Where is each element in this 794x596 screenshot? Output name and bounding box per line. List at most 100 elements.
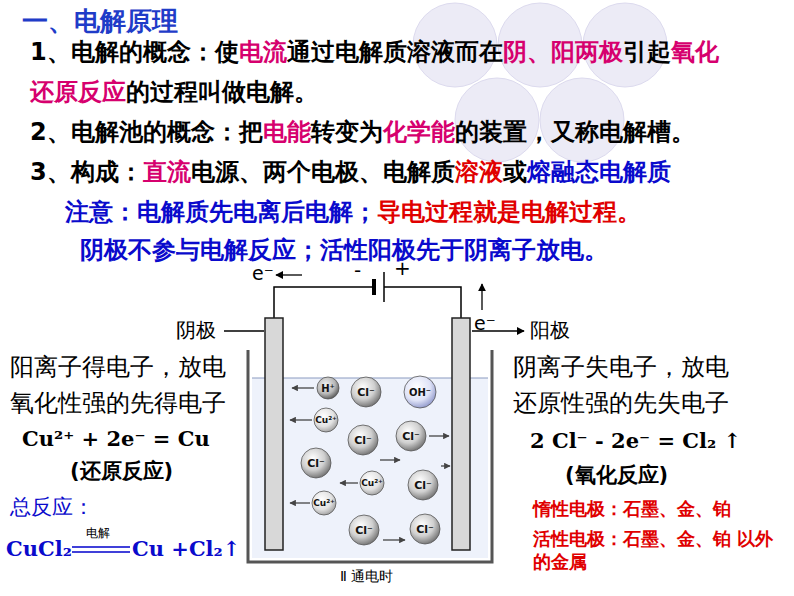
ion-circle — [360, 471, 384, 495]
ion-arrow — [340, 482, 358, 483]
reaction-type: (还原反应) — [70, 458, 173, 484]
ion-sphere: Cu²⁺ — [359, 470, 385, 496]
equation-part: Cu +Cl₂↑ — [132, 536, 240, 562]
ion-symbol: Cl⁻ — [307, 457, 325, 470]
text-segment: 或 — [503, 158, 527, 186]
leader-line — [224, 330, 264, 331]
ion-circle — [396, 421, 426, 451]
definition-line: 注意：电解质先电离后电解；导电过程就是电解过程。 — [65, 192, 641, 232]
ion-sphere: H⁺ — [316, 376, 340, 400]
ion-symbol: Cl⁻ — [354, 434, 372, 447]
battery-positive-plate — [383, 272, 385, 302]
ion-sphere: Cl⁻ — [409, 513, 441, 545]
text-segment: 阴极不参与电解反应；活性阳极先于阴离子放电。 — [80, 236, 608, 264]
ion-symbol: Cl⁻ — [414, 479, 432, 492]
text-segment: 阴、阳两极 — [503, 38, 623, 66]
ion-sphere: Cl⁻ — [300, 447, 332, 479]
ion-arrow — [290, 502, 310, 503]
electrode-name: 阴极 — [176, 318, 216, 343]
half-equation: Cu²⁺ + 2e⁻ = Cu — [22, 426, 210, 452]
ion-circle — [410, 514, 440, 544]
ion-circle — [408, 470, 438, 500]
equation-part: CuCl₂ — [6, 536, 72, 562]
electron-label: e⁻ — [474, 312, 496, 336]
ion-circle — [317, 377, 339, 399]
condition-text: 电解 — [86, 526, 110, 541]
equation-sign — [72, 551, 130, 553]
electron-arrow — [276, 274, 302, 275]
text-segment: 的装置，又称电解槽。 — [455, 118, 695, 146]
text-segment: 注意：电解质先电离后电解； — [65, 198, 377, 226]
ion-sphere: OH⁻ — [403, 375, 437, 409]
equation-sign — [72, 546, 130, 548]
ion-circle — [314, 408, 338, 432]
ion-symbol: Cl⁻ — [416, 523, 434, 536]
text-segment: 电能 — [263, 118, 311, 146]
text-segment: 转变为 — [311, 118, 383, 146]
text-segment: 电流 — [239, 38, 287, 66]
ion-symbol: Cu²⁺ — [361, 478, 383, 488]
ion-circle — [312, 491, 336, 515]
electrode-note: 惰性电极：石墨、金、铂 — [533, 498, 731, 521]
battery-sign: + — [394, 256, 411, 281]
text-segment: 的过程叫做电解。 — [126, 78, 318, 106]
ion-sphere: Cu²⁺ — [313, 407, 339, 433]
ion-symbol: H⁺ — [321, 383, 335, 394]
electrode-note: 活性电极：石墨、金、铂 以外的金属 — [533, 528, 778, 573]
ion-arrow — [292, 387, 314, 388]
cathode-electrode — [265, 318, 283, 550]
figure-caption: Ⅱ 通电时 — [340, 568, 393, 586]
electron-label: e⁻ — [252, 262, 274, 286]
half-equation: 2 Cl⁻ - 2e⁻ = Cl₂ ↑ — [530, 428, 741, 454]
ion-symbol: Cu²⁺ — [313, 498, 335, 508]
text-segment: 熔融态电解质 — [527, 158, 671, 186]
ion-circle — [301, 448, 331, 478]
battery-negative-plate — [372, 279, 376, 295]
ion-arrow — [429, 435, 449, 436]
ion-sphere: Cl⁻ — [347, 424, 379, 456]
ion-arrow — [290, 419, 312, 420]
definition-line: 阴极不参与电解反应；活性阳极先于阴离子放电。 — [80, 230, 608, 270]
reaction-type: (氧化反应) — [565, 462, 668, 488]
text-segment: 引起 — [623, 38, 671, 66]
rule-text: 阳离子得电子，放电 — [10, 352, 226, 382]
ion-symbol: Cl⁻ — [402, 430, 420, 443]
text-segment: 2、电解池的概念：把 — [30, 118, 263, 146]
ion-symbol: OH⁻ — [409, 387, 431, 398]
ion-symbol: Cl⁻ — [355, 524, 373, 537]
ion-symbol: Cl⁻ — [357, 386, 375, 399]
ion-circle — [348, 425, 378, 455]
ion-circle — [404, 376, 436, 408]
ion-circle — [351, 377, 381, 407]
text-segment: 直流 — [143, 158, 191, 186]
ion-symbol: Cu²⁺ — [315, 415, 337, 425]
ion-arrow — [380, 459, 400, 460]
electrode-name: 阳极 — [530, 318, 570, 343]
text-segment: 导电过程就是电解过程。 — [377, 198, 641, 226]
rule-text: 阴离子失电子，放电 — [513, 352, 729, 382]
text-segment: 溶液 — [455, 158, 503, 186]
anode-electrode — [452, 318, 470, 550]
text-segment: 化学能 — [383, 118, 455, 146]
ion-sphere: Cl⁻ — [350, 376, 382, 408]
ion-sphere: Cl⁻ — [407, 469, 439, 501]
text-segment: 通过电解质溶液而在 — [287, 38, 503, 66]
ion-sphere: Cl⁻ — [348, 514, 380, 546]
battery-sign: - — [354, 258, 361, 283]
wire — [274, 287, 461, 318]
slide-title: 一、电解原理 — [22, 4, 178, 39]
rule-text: 氧化性强的先得电子 — [10, 388, 226, 418]
electron-arrow — [481, 284, 482, 310]
rule-text: 还原性强的先失电子 — [513, 388, 729, 418]
text-segment: 电源、两个电极、电解质 — [191, 158, 455, 186]
text-segment: 3、构成： — [30, 158, 143, 186]
ion-sphere: Cl⁻ — [395, 420, 427, 452]
equation-heading: 总反应： — [10, 494, 94, 520]
definition-line: 3、构成：直流电源、两个电极、电解质溶液或熔融态电解质 — [30, 152, 671, 192]
text-segment: 1、电解的概念：使 — [30, 38, 239, 66]
ion-arrow — [383, 539, 405, 540]
definition-line: 2、电解池的概念：把电能转变为化学能的装置，又称电解槽。 — [30, 112, 695, 152]
definition-line: 1、电解的概念：使电流通过电解质溶液而在阴、阳两极引起氧化还原反应的过程叫做电解… — [30, 32, 735, 112]
ion-circle — [349, 515, 379, 545]
